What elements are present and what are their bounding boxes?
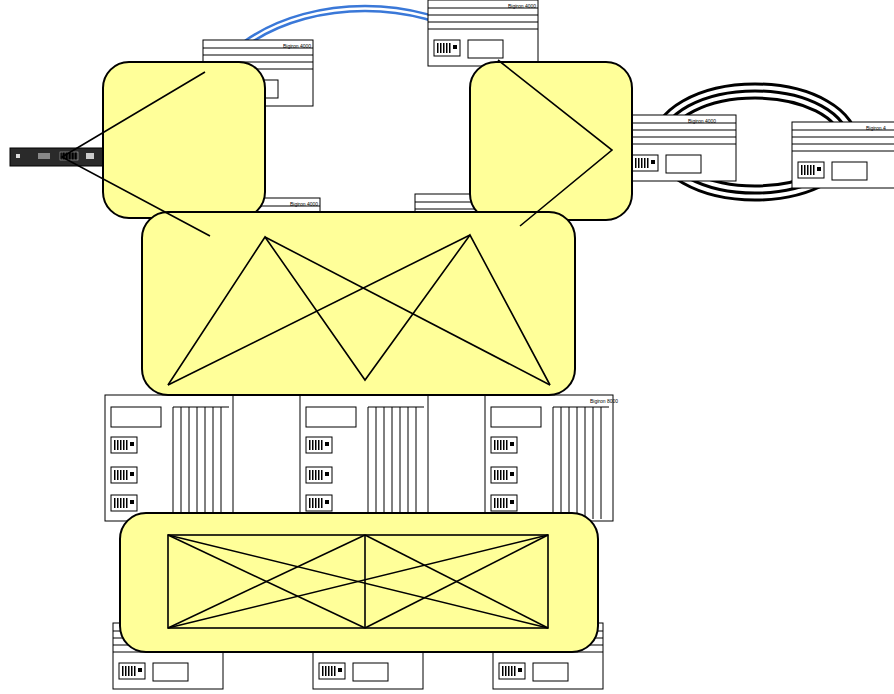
device-label: Bigiron 4000 <box>508 3 536 9</box>
mesh-groups <box>103 62 632 652</box>
edge-device <box>10 148 106 166</box>
mesh-links <box>62 60 612 628</box>
device-label: Bigiron 4000 <box>290 201 318 207</box>
device-label: Bigiron 4 <box>866 125 886 131</box>
device-label: Bigiron 8000 <box>590 398 618 404</box>
device-label: Bigiron 4000 <box>688 118 716 124</box>
device-label: Bigiron 4000 <box>283 43 311 49</box>
